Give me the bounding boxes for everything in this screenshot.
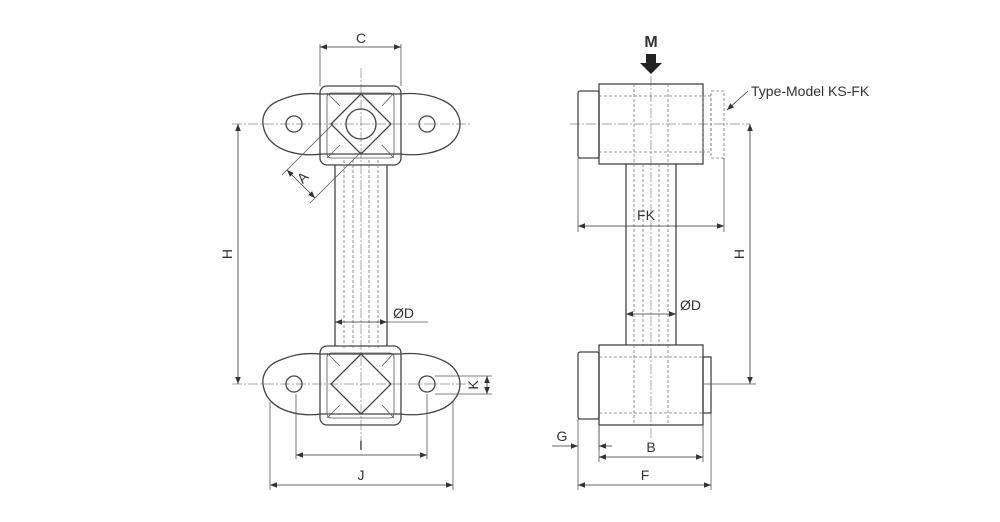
left-dim-H: H <box>219 124 241 384</box>
right-top-block <box>577 83 725 165</box>
left-bottom-bolt-hole-right <box>418 375 436 393</box>
left-bottom-square-block <box>319 345 402 426</box>
right-dim-H: H <box>703 124 756 385</box>
left-dim-I: I <box>295 394 428 459</box>
right-M-label: M <box>644 34 657 51</box>
down-arrow-icon <box>640 54 662 74</box>
left-top-square-block <box>319 85 402 166</box>
left-bottom-bolt-hole-left <box>285 375 303 393</box>
right-bottom-block <box>577 344 712 426</box>
left-top-bolt-hole-left <box>285 115 303 133</box>
left-dim-D: ØD <box>335 305 428 325</box>
left-dim-A: A <box>281 123 362 204</box>
right-dim-D: ØD <box>626 297 701 317</box>
right-type-model-label: Type-Model KS-FK <box>751 83 870 99</box>
right-dim-G: G <box>552 419 612 451</box>
left-dim-H-label: H <box>219 249 235 259</box>
left-top-flange <box>262 85 461 166</box>
right-dim-B: B <box>598 425 704 462</box>
left-dim-K-label: K <box>465 380 481 390</box>
right-dim-H-label: H <box>731 249 747 259</box>
left-top-bolt-hole-right <box>418 115 436 133</box>
right-load-arrow-M: M <box>640 34 662 74</box>
left-connecting-tube <box>334 160 388 350</box>
right-type-model-callout: Type-Model KS-FK <box>726 83 870 111</box>
left-dim-J-label: J <box>358 467 365 483</box>
right-dim-FK-label: FK <box>637 207 656 223</box>
left-view: C A H ØD K <box>219 30 492 490</box>
right-dim-G-label: G <box>557 428 568 444</box>
left-bottom-flange <box>262 345 461 426</box>
left-dim-K: K <box>435 375 492 395</box>
left-dim-D-label: ØD <box>393 305 414 321</box>
right-dim-B-label: B <box>646 439 655 455</box>
left-dim-I-label: I <box>359 437 363 453</box>
left-top-center-bore <box>345 108 377 140</box>
left-dim-C: C <box>319 30 402 86</box>
right-view: M <box>552 34 870 490</box>
right-dim-F: F <box>577 413 712 490</box>
left-dim-J: J <box>269 402 454 490</box>
right-dim-D-label: ØD <box>680 297 701 313</box>
left-dim-C-label: C <box>356 30 366 46</box>
right-dim-F-label: F <box>641 467 650 483</box>
right-dim-FK: FK <box>577 158 725 232</box>
left-dim-A-label: A <box>294 168 312 186</box>
